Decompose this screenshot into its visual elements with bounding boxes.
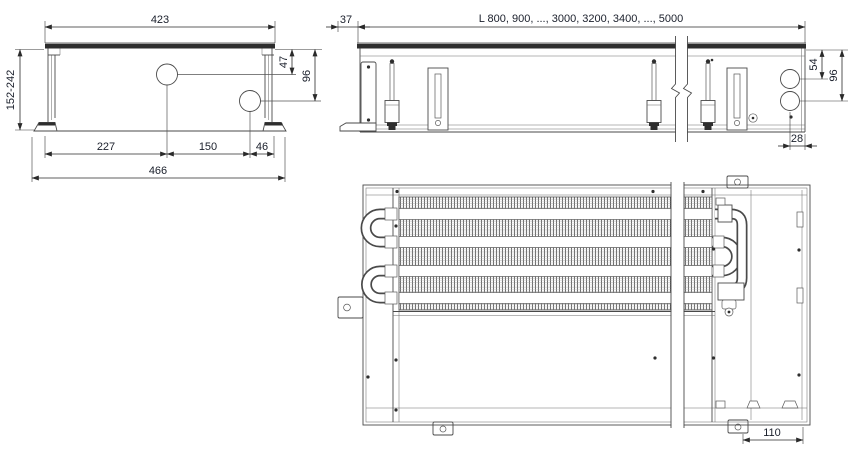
section-top-grille (45, 43, 275, 49)
section-dimensions: 423 152-242 47 96 227 150 46 466 (5, 14, 322, 182)
side-break-line-right (682, 36, 693, 142)
plan-clip-right-1 (796, 211, 804, 228)
dim-overall-width: 466 (149, 165, 167, 177)
plan-view: 110 (337, 175, 811, 444)
side-valve-2 (646, 59, 662, 130)
dim-conn2-offset: 96 (828, 69, 840, 81)
plan-connection-piping (715, 204, 748, 317)
side-break-line-left (670, 36, 681, 142)
dim-seg-left: 227 (97, 141, 115, 153)
plan-mount-tab-bottom-2 (727, 419, 749, 434)
plan-mount-tab-top (726, 175, 749, 189)
plan-dimensions: 110 (742, 427, 804, 444)
plan-left-u-bend-2 (361, 264, 398, 305)
side-dimensions: 37 L 800, 900, ..., 3000, 3200, 3400, ..… (326, 13, 848, 150)
plan-clip-right-2 (796, 287, 804, 304)
side-view: 37 L 800, 900, ..., 3000, 3200, 3400, ..… (326, 13, 848, 150)
plan-clip-bottom-1 (715, 400, 726, 409)
plan-tube-4 (398, 292, 713, 304)
plan-right-u-bend (712, 235, 742, 278)
dim-conn1-offset: 54 (808, 58, 820, 70)
dim-pipe2-offset: 96 (301, 70, 313, 82)
dim-bracket-offset: 37 (340, 14, 352, 26)
side-bracket-plate-1 (427, 67, 449, 131)
side-break-gap (676, 36, 687, 142)
plan-tube-1 (398, 208, 713, 220)
dim-seg-mid: 150 (199, 141, 217, 153)
cross-section-view: 423 152-242 47 96 227 150 46 466 (5, 14, 322, 182)
side-pipe-connection-2 (780, 91, 800, 111)
dim-height-range: 152-242 (5, 70, 17, 110)
section-pipe-connection-2 (239, 90, 261, 112)
plan-mount-bracket-left (337, 296, 364, 319)
side-top-grille (357, 43, 806, 49)
side-valve-1 (384, 59, 400, 130)
side-wall-bracket (339, 61, 377, 132)
dim-conn-from-end: 110 (763, 427, 781, 439)
plan-casing-outline (362, 184, 811, 426)
section-pipe-connection-1 (156, 63, 178, 86)
plan-clip-bottom-3 (781, 400, 799, 409)
side-bracket-plate-2 (726, 67, 748, 131)
dim-seg-right: 46 (256, 141, 268, 153)
dim-pipe1-offset: 47 (278, 56, 290, 68)
plan-tube-2 (398, 236, 713, 248)
side-pipe-connection-1 (780, 69, 800, 89)
dim-top-width: 423 (151, 14, 169, 26)
plan-clip-bottom-2 (746, 400, 761, 409)
plan-break-gap (671, 182, 684, 428)
plan-tube-3 (398, 265, 713, 277)
dim-length-series: L 800, 900, ..., 3000, 3200, 3400, ..., … (479, 13, 683, 25)
dim-conn-edge-offset: 28 (791, 133, 803, 145)
plan-left-u-bend-1 (360, 207, 398, 249)
side-valve-3 (700, 59, 716, 130)
plan-clip-top (715, 197, 726, 206)
plan-mount-tab-bottom-1 (432, 421, 454, 436)
